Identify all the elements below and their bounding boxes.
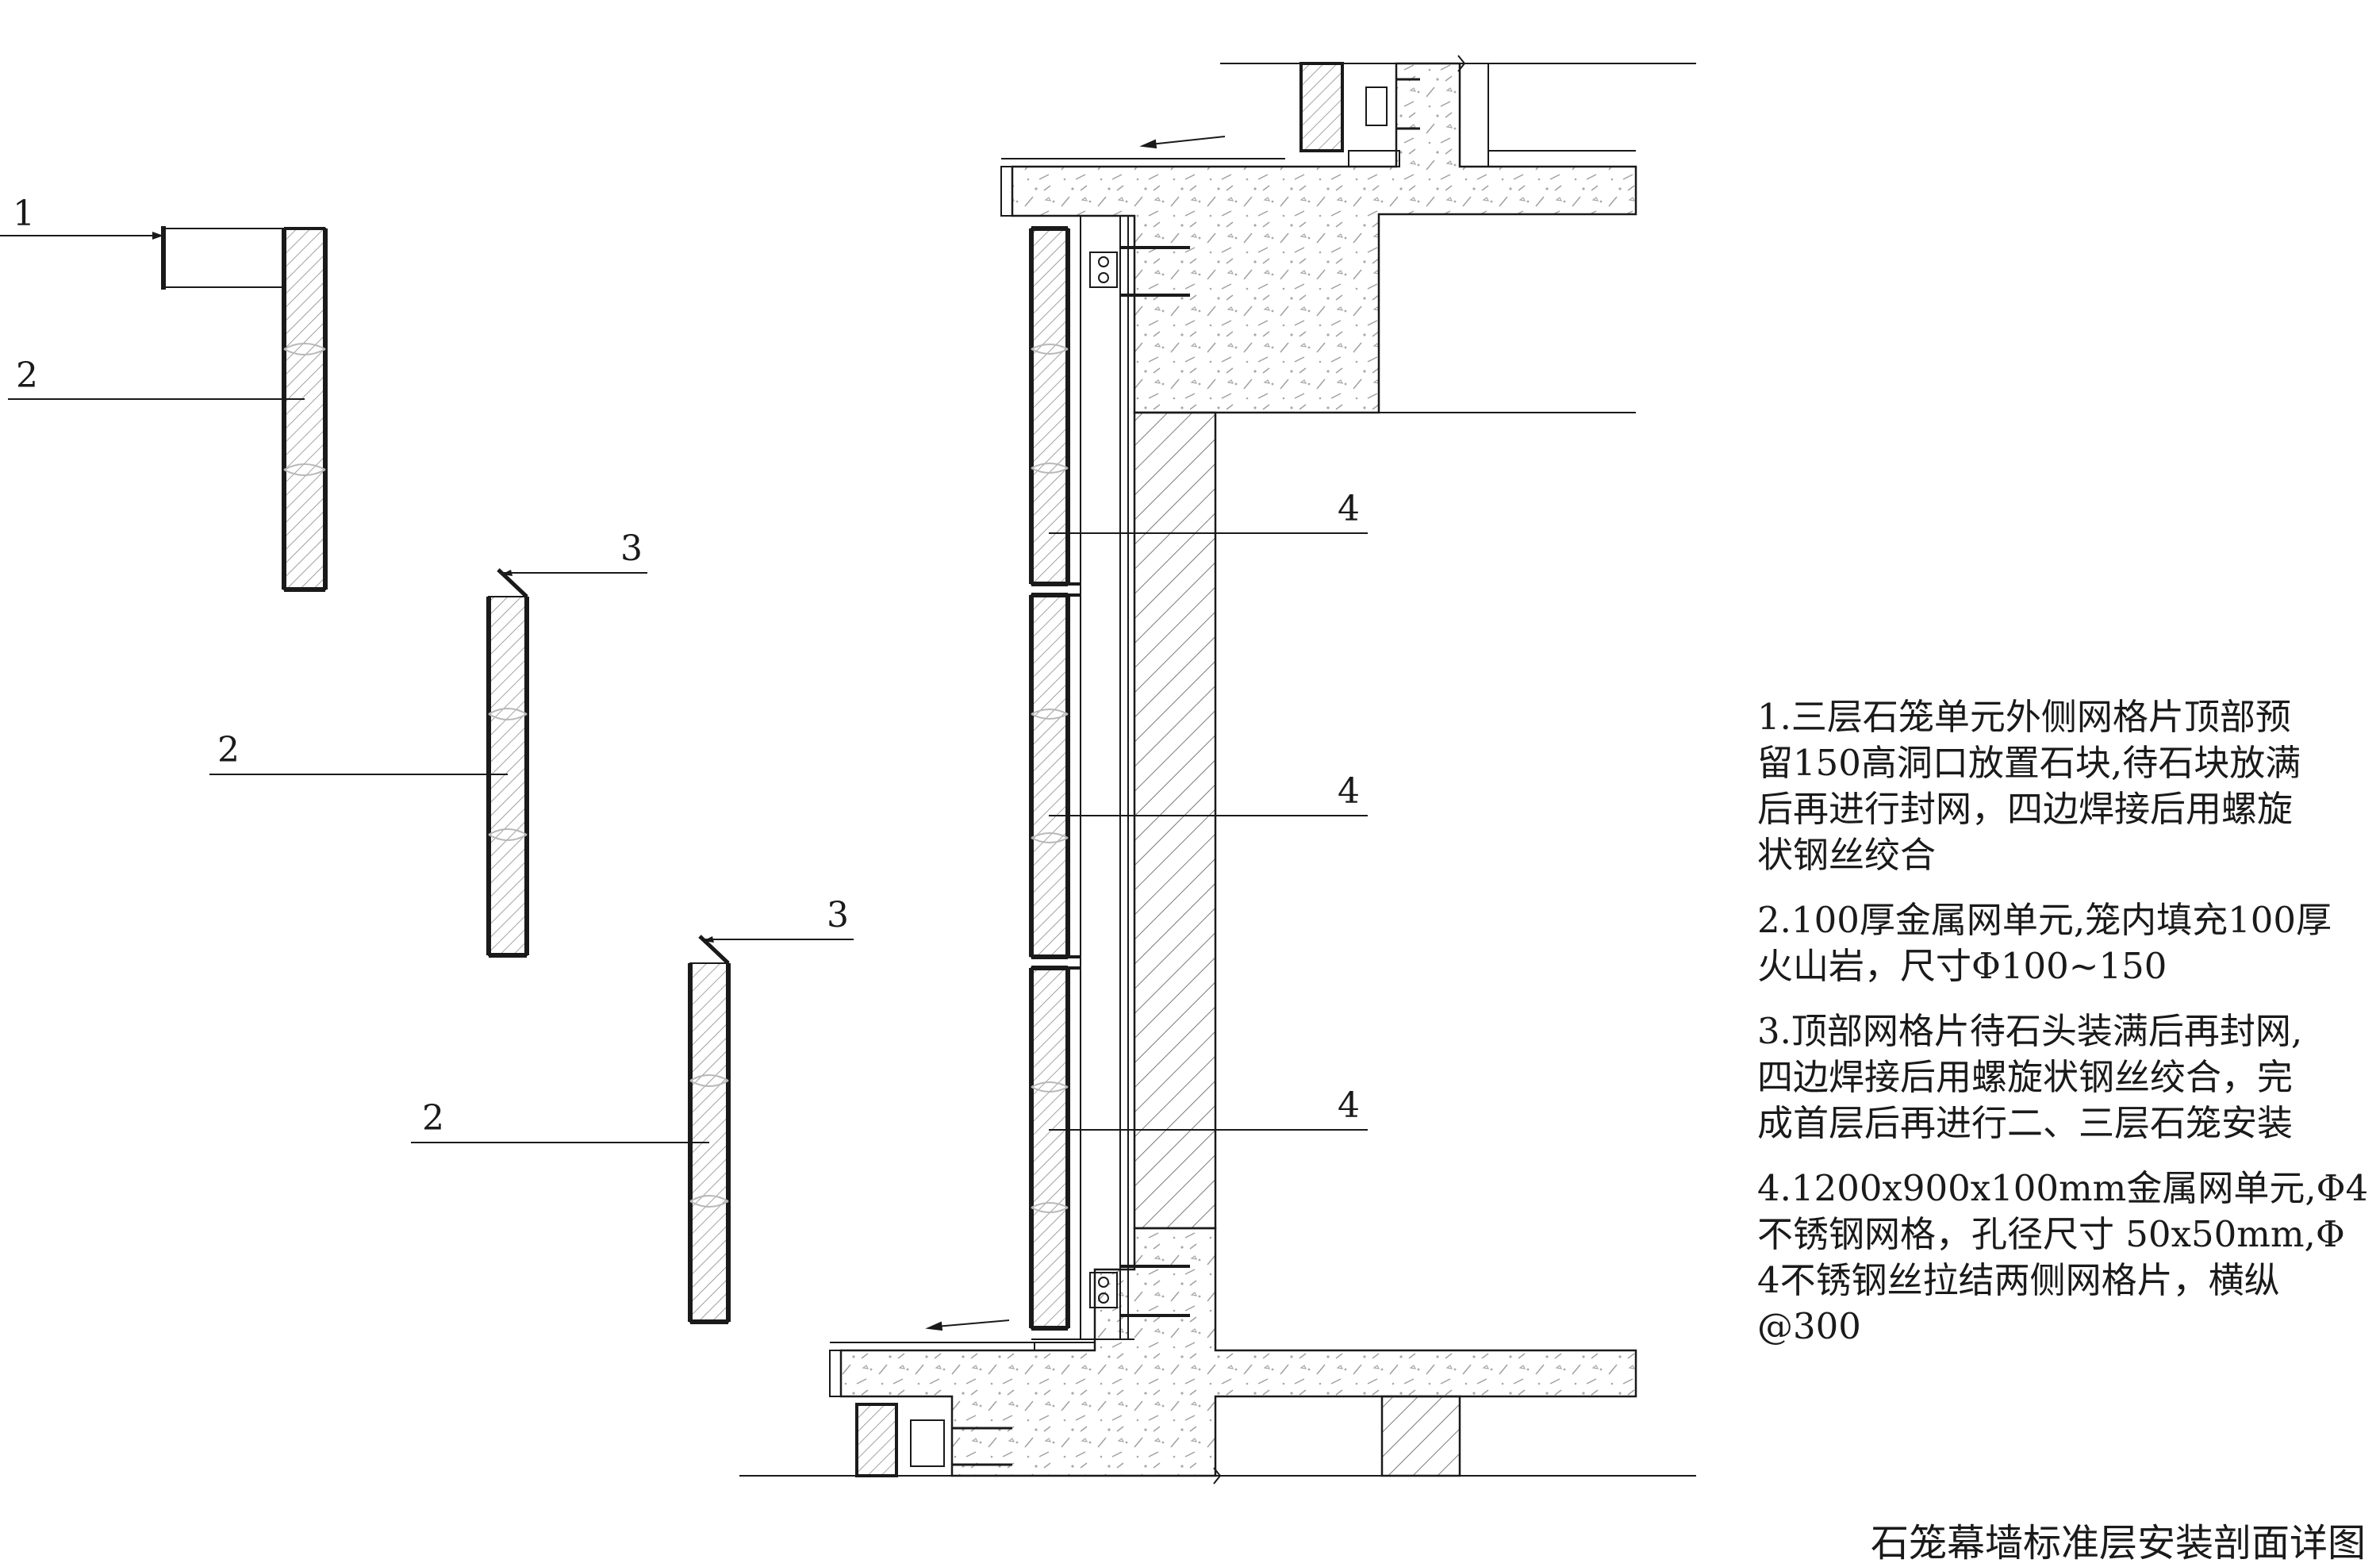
note-1: 1.三层石笼单元外侧网格片顶部预 留150高洞口放置石块,待石块放满 后再进行封… — [1757, 696, 2301, 876]
gabion-unit-bottom — [1029, 966, 1070, 1331]
step-detail-2 — [486, 568, 529, 958]
callout-3a: 3 — [620, 528, 643, 569]
note-2: 2.100厚金属网单元,笼内填充100厚 火山岩，尺寸Φ100~150 — [1757, 899, 2332, 987]
gabion-unit-middle — [1029, 593, 1070, 959]
step-detail-1 — [161, 226, 328, 592]
lower-floor-gabion — [855, 1403, 1012, 1477]
drawing-title: 石笼幕墙标准层安装剖面详图 — [1870, 1521, 2366, 1565]
callout-2b: 2 — [217, 730, 240, 770]
callout-1: 1 — [13, 194, 35, 234]
drainage-arrows — [925, 136, 1226, 1331]
callout-leaders-right — [1049, 532, 1368, 1131]
anchor-bracket-bottom — [1089, 1265, 1190, 1317]
callout-4a: 4 — [1338, 489, 1360, 529]
callout-numbers: 1 2 3 2 3 2 4 4 4 — [13, 194, 1360, 1139]
upper-slab-edge — [1000, 166, 1012, 217]
note-3: 3.顶部网格片待石头装满后再封网, 四边焊接后用螺旋状钢丝绞合，完 成首层后再进… — [1757, 1010, 2303, 1144]
rail-connectors — [1068, 582, 1081, 970]
lower-slab — [839, 1227, 1637, 1477]
callout-leader-arrows — [152, 232, 714, 943]
callout-2c: 2 — [422, 1098, 444, 1139]
design-notes: 1.三层石笼单元外侧网格片顶部预 留150高洞口放置石块,待石块放满 后再进行封… — [1757, 694, 2376, 1369]
step-detail-3 — [688, 935, 731, 1324]
note-4: 4.1200x900x100mm金属网单元,Φ4 不锈钢网格，孔径尺寸 50x5… — [1757, 1167, 2369, 1347]
callout-4c: 4 — [1338, 1085, 1360, 1126]
callout-4b: 4 — [1338, 771, 1360, 812]
lower-wall-stub — [1380, 1395, 1461, 1477]
gabion-unit-top — [1029, 226, 1070, 586]
callout-2a: 2 — [16, 355, 38, 396]
callout-3b: 3 — [827, 895, 849, 935]
anchor-bracket-top — [1089, 246, 1190, 297]
upper-floor-gabion — [1299, 62, 1420, 167]
infill-wall — [1133, 411, 1217, 1230]
support-rail — [1031, 216, 1134, 1340]
gabion-tie-wires — [1031, 344, 1069, 1213]
callout-leaders-left — [0, 235, 854, 1143]
